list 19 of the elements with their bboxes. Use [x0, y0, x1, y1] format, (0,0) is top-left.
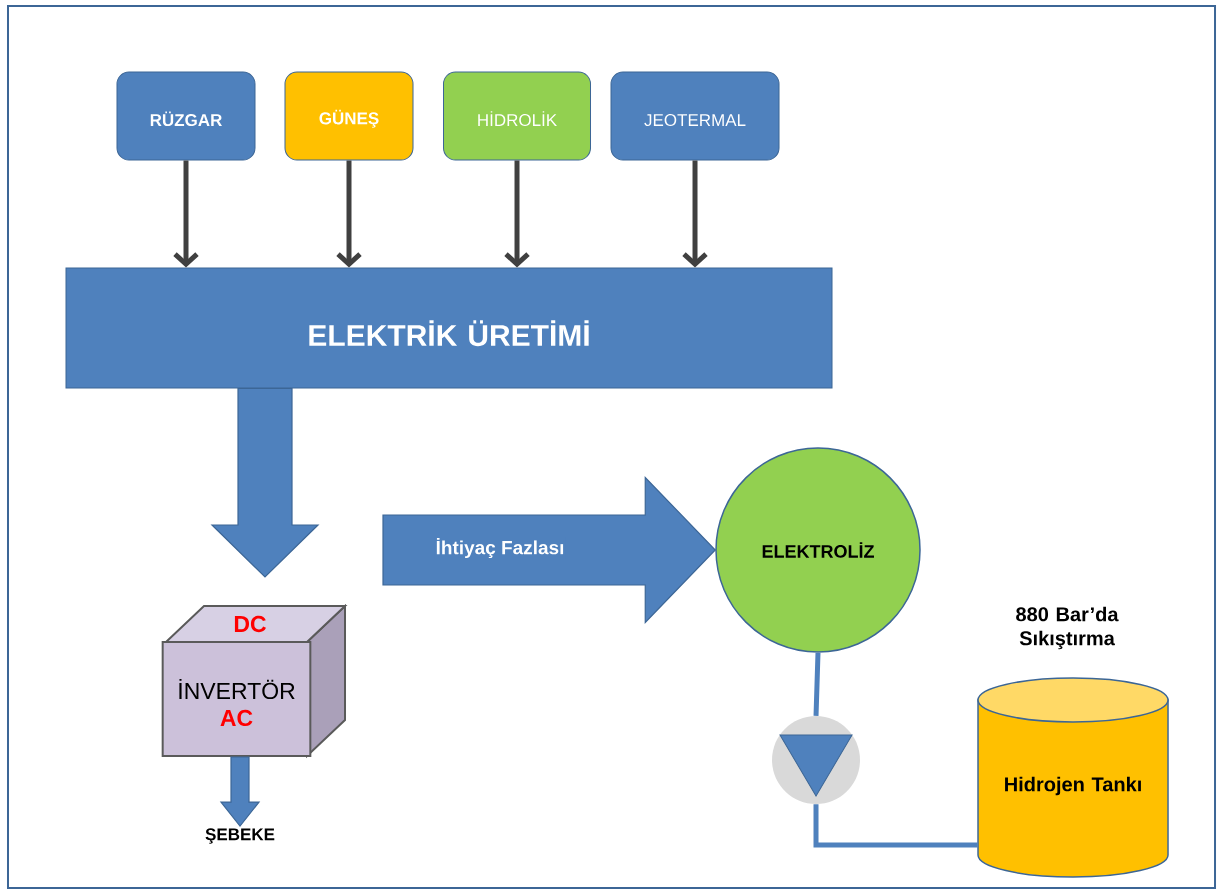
- arrow: [682, 160, 708, 268]
- tank-cylinder: Hidrojen Tankı: [977, 677, 1169, 878]
- source-box: HİDROLİK: [443, 71, 591, 161]
- node-label: DC: [234, 615, 266, 633]
- block-arrow: [210, 387, 320, 578]
- arrow: [504, 160, 530, 268]
- process-bar: ELEKTRİK ÜRETİMİ: [65, 267, 833, 389]
- pipe-line: [813, 804, 978, 848]
- output-label: ŞEBEKE: [205, 828, 275, 844]
- source-box: JEOTERMAL: [610, 71, 780, 161]
- arrow: [336, 160, 362, 268]
- block-arrow: [219, 756, 261, 828]
- pressure-note: 880 Bar’da Sıkıştırma: [1016, 606, 1119, 650]
- source-box: RÜZGAR: [116, 71, 256, 161]
- source-box: GÜNEŞ: [284, 71, 414, 161]
- valve-symbol: [772, 716, 860, 804]
- pipe-line: [813, 652, 821, 716]
- block-arrow: [382, 476, 717, 624]
- arrow: [173, 160, 199, 268]
